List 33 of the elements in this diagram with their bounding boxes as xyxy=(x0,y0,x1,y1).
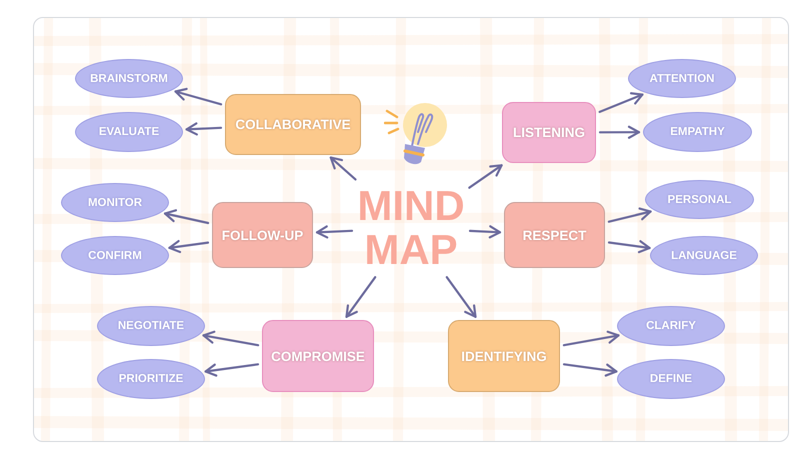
subtopic-ellipse: LANGUAGE xyxy=(650,236,758,275)
arrow xyxy=(562,330,620,346)
topic-box: COLLABORATIVE xyxy=(225,94,361,155)
arrow xyxy=(608,240,651,254)
topic-box: LISTENING xyxy=(502,102,596,163)
topic-box: RESPECT xyxy=(504,202,605,268)
subtopic-ellipse: CLARIFY xyxy=(617,306,725,346)
arrow xyxy=(168,240,210,254)
arrow xyxy=(330,156,357,180)
subtopic-ellipse: PERSONAL xyxy=(645,180,754,219)
topic-box: COMPROMISE xyxy=(262,320,374,392)
arrow xyxy=(186,122,222,136)
arrow xyxy=(174,88,222,106)
subtopic-ellipse: MONITOR xyxy=(61,183,169,222)
subtopic-ellipse: DEFINE xyxy=(617,359,725,399)
subtopic-ellipse: EVALUATE xyxy=(75,112,183,152)
central-topic-text: MIND MAP xyxy=(356,182,466,274)
subtopic-ellipse: BRAINSTORM xyxy=(75,59,183,98)
arrow xyxy=(608,207,652,223)
arrow xyxy=(345,276,376,318)
arrow xyxy=(202,330,260,346)
subtopic-ellipse: NEGOTIATE xyxy=(97,306,205,346)
subtopic-ellipse: CONFIRM xyxy=(61,236,169,275)
arrow xyxy=(164,209,210,224)
arrow xyxy=(446,276,477,318)
subtopic-ellipse: EMPATHY xyxy=(643,112,752,152)
topic-box: FOLLOW-UP xyxy=(212,202,313,268)
arrow xyxy=(562,363,618,377)
subtopic-ellipse: PRIORITIZE xyxy=(97,359,205,399)
subtopic-ellipse: ATTENTION xyxy=(628,59,736,98)
topic-box: IDENTIFYING xyxy=(448,320,560,392)
arrow xyxy=(204,363,260,377)
arrow xyxy=(316,225,354,239)
